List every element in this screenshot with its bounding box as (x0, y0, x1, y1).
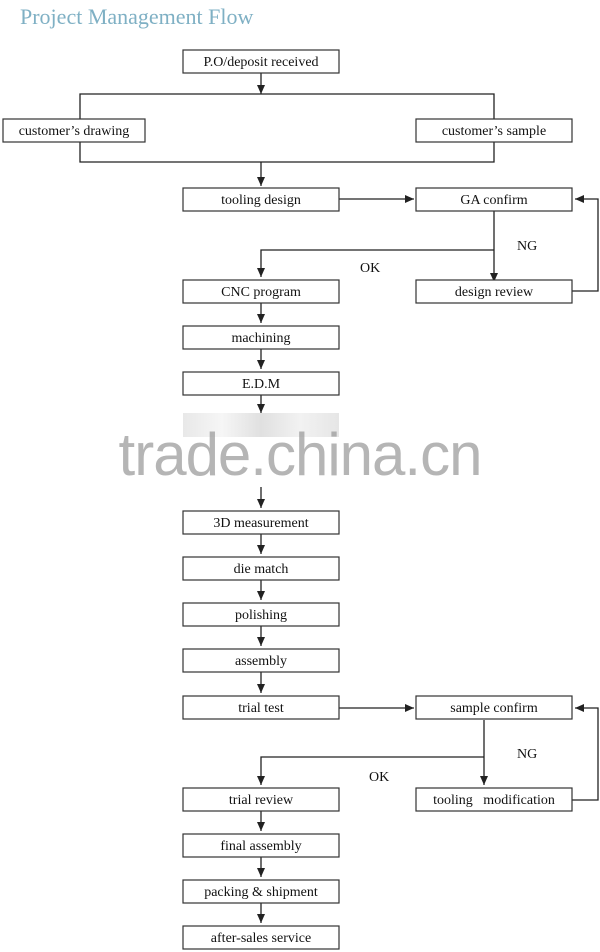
edge-label-ng: NG (517, 239, 537, 254)
node-die-match: die match (182, 556, 340, 581)
edge-label-ng: NG (517, 747, 537, 762)
connector-ok (257, 249, 494, 277)
node-label: polishing (235, 608, 287, 623)
node-trial-review: trial review (182, 787, 340, 812)
connector-loop (572, 195, 599, 292)
connector-merge (79, 142, 495, 163)
node-label: customer’s drawing (19, 124, 130, 139)
node-after-sales-service: after-sales service (182, 925, 340, 950)
edge-label-ok: OK (369, 770, 389, 785)
node-assembly: assembly (182, 648, 340, 673)
connector-ok (257, 756, 484, 785)
connector-loop (572, 704, 599, 801)
node-label: P.O/deposit received (203, 55, 318, 70)
node-polishing: polishing (182, 602, 340, 627)
node-label: trial review (229, 793, 294, 808)
node-machining: machining (182, 325, 340, 350)
node-tooling-modification: tooling modification (415, 787, 573, 812)
edge-label-ok: OK (360, 261, 380, 276)
connectors (79, 73, 599, 923)
node-packing-shipment: packing & shipment (182, 879, 340, 904)
node-label: packing & shipment (204, 885, 318, 900)
page-title: Project Management Flow (20, 4, 254, 29)
node-final-assembly: final assembly (182, 833, 340, 858)
node-label: assembly (235, 654, 287, 669)
node-po: P.O/deposit received (182, 49, 340, 74)
node-ga-confirm: GA confirm (415, 187, 573, 212)
node-label: die match (234, 562, 289, 577)
node-label: GA confirm (460, 193, 527, 208)
node-label: sample confirm (450, 701, 538, 716)
node-label: 3D measurement (213, 516, 308, 531)
node-label: tooling modification (433, 793, 555, 808)
node-label: tooling design (221, 193, 301, 208)
node-trial-test: trial test (182, 695, 340, 720)
node-customer-sample: customer’s sample (415, 118, 573, 143)
node-label: final assembly (220, 839, 301, 854)
connector-split (79, 93, 495, 119)
node-label: trial test (238, 701, 284, 716)
node-label: E.D.M (242, 377, 281, 392)
node-label: design review (455, 285, 534, 300)
node-design-review: design review (415, 279, 573, 304)
node-edm: E.D.M (182, 371, 340, 396)
node-cnc-program: CNC program (182, 279, 340, 304)
blurred-node (183, 413, 339, 437)
node-label: after-sales service (211, 931, 311, 946)
watermark: trade.china.cn (118, 421, 483, 488)
node-sample-confirm: sample confirm (415, 695, 573, 720)
node-tooling-design: tooling design (182, 187, 340, 212)
node-customer-drawing: customer’s drawing (2, 118, 146, 143)
node-label: customer’s sample (442, 124, 546, 139)
node-label: CNC program (221, 285, 301, 300)
node-label: machining (231, 331, 290, 346)
node-3d-measurement: 3D measurement (182, 510, 340, 535)
